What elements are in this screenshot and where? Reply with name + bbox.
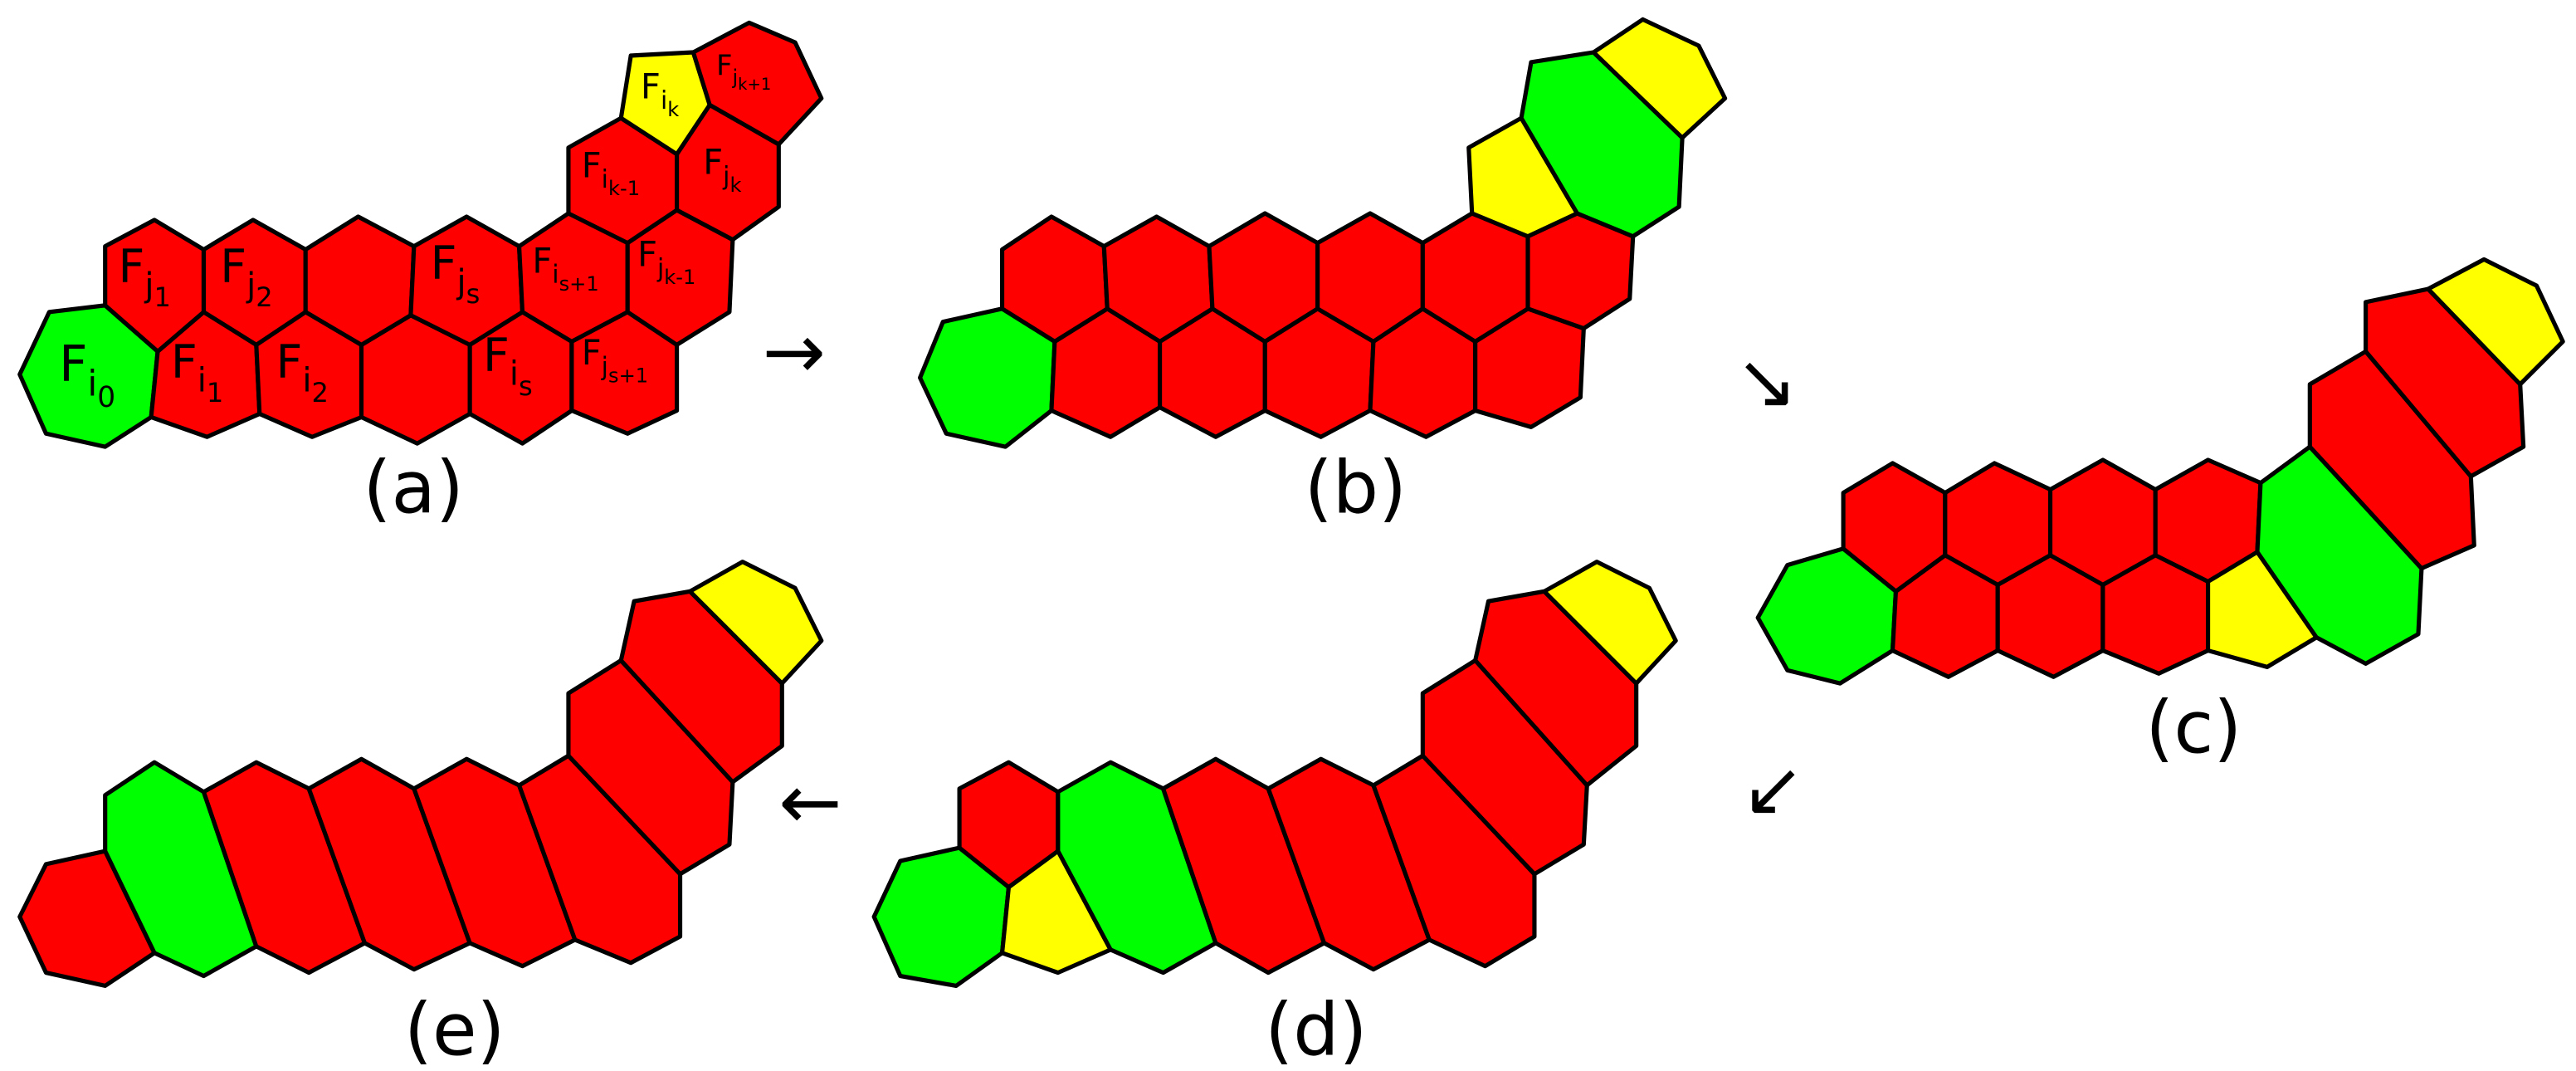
label-subsubscript: k <box>729 174 741 197</box>
label-subscript: j <box>656 254 664 283</box>
label-F-ik: Fik <box>641 66 679 121</box>
panel-c: (c) <box>1755 257 2565 770</box>
label-F-j2: Fj2 <box>220 241 272 313</box>
label-subscript: j <box>246 267 256 305</box>
arrow-a-to-b: → <box>763 308 826 396</box>
label-subsubscript: s+1 <box>608 364 648 388</box>
panel-e-caption: (e) <box>404 988 505 1071</box>
label-subsubscript: k <box>667 98 679 121</box>
label-subsubscript: s+1 <box>559 272 599 296</box>
label-subsubscript: 0 <box>97 381 115 414</box>
label-F-i0: Fi0 <box>59 336 115 414</box>
label-F-i1: Fi1 <box>171 336 223 408</box>
label-F-js: Fjs <box>431 237 481 310</box>
d-face-green-strip <box>1056 760 1218 976</box>
panel-b: (b) <box>917 17 1728 530</box>
e-face-yellow-top <box>687 560 824 686</box>
panel-a-faces <box>17 20 824 449</box>
label-subscript: j <box>456 263 466 301</box>
label-subscript: i <box>661 86 667 115</box>
label-subscript: i <box>602 165 608 194</box>
label-subsubscript: 1 <box>207 377 223 408</box>
label-subscript: j <box>731 66 738 89</box>
label-subscript: j <box>144 267 154 305</box>
label-base: F <box>716 50 732 82</box>
label-subscript: j <box>601 353 608 382</box>
label-subsubscript: k-1 <box>608 177 640 200</box>
label-subscript: i <box>302 362 311 400</box>
d-face-yellow <box>999 848 1113 976</box>
label-subsubscript: 2 <box>312 377 329 408</box>
label-F-is: Fis <box>483 330 533 402</box>
label-subscript: i <box>87 364 97 405</box>
label-base: F <box>171 336 198 389</box>
label-subscript: i <box>198 362 207 400</box>
label-subsubscript: 2 <box>256 281 272 313</box>
label-base: F <box>483 330 510 383</box>
label-base: F <box>431 237 457 291</box>
label-F-jk: Fjk <box>703 141 741 197</box>
arrow-b-to-c: ↘ <box>1734 338 1798 426</box>
panel-b-caption: (b) <box>1305 445 1407 530</box>
label-base: F <box>220 241 246 294</box>
label-subscript: j <box>722 162 729 191</box>
label-F-js1: Fjs+1 <box>582 332 648 388</box>
label-base: F <box>703 141 723 182</box>
label-base: F <box>532 240 552 281</box>
b-face-yellow-low <box>1466 115 1579 239</box>
panel-d-caption: (d) <box>1265 988 1367 1071</box>
label-F-j1: Fj1 <box>119 241 171 313</box>
label-subscript: i <box>552 261 559 290</box>
label-base: F <box>641 66 661 106</box>
label-F-jkp1: Fjk+1 <box>716 50 771 94</box>
panel-e: (e) <box>17 560 824 1071</box>
label-subsubscript: k-1 <box>664 266 695 289</box>
label-subsubscript: s <box>519 370 533 402</box>
panel-a: Fi0 Fi1 Fi2 Fis Fjs+1 Fj1 Fj2 Fjs Fis+1 … <box>17 20 824 530</box>
arrow-c-to-d: ↙ <box>1741 746 1804 834</box>
arrow-d-to-e: ← <box>778 758 842 846</box>
label-base: F <box>119 241 145 294</box>
c-face-top-3 <box>2047 457 2158 587</box>
label-base: F <box>59 336 87 394</box>
label-F-i2: Fi2 <box>276 336 329 408</box>
face-jkp1 <box>690 20 824 147</box>
b-face-yellow-top <box>1591 17 1728 140</box>
panel-a-labels: Fi0 Fi1 Fi2 Fis Fjs+1 Fj1 Fj2 Fjs Fis+1 … <box>59 50 771 414</box>
label-subsubscript: 1 <box>154 281 171 313</box>
label-subsubscript: k+1 <box>738 75 771 94</box>
label-base: F <box>637 233 657 274</box>
panel-d: (d) <box>871 560 1678 1071</box>
d-face-yellow-top <box>1542 560 1678 686</box>
label-base: F <box>276 336 303 389</box>
e-face-green-strip <box>103 760 259 979</box>
label-subscript: i <box>510 355 519 394</box>
panel-a-caption: (a) <box>363 445 463 530</box>
label-subsubscript: s <box>466 278 481 310</box>
label-base: F <box>582 332 602 373</box>
label-F-is1: Fis+1 <box>532 240 598 296</box>
label-F-jk1: Fjk-1 <box>637 233 695 289</box>
panel-c-caption: (c) <box>2145 685 2242 770</box>
label-F-ik1: Fik-1 <box>582 144 640 200</box>
c-face-yellow-top <box>2426 257 2565 387</box>
label-base: F <box>582 144 602 185</box>
face-ik <box>618 50 712 157</box>
